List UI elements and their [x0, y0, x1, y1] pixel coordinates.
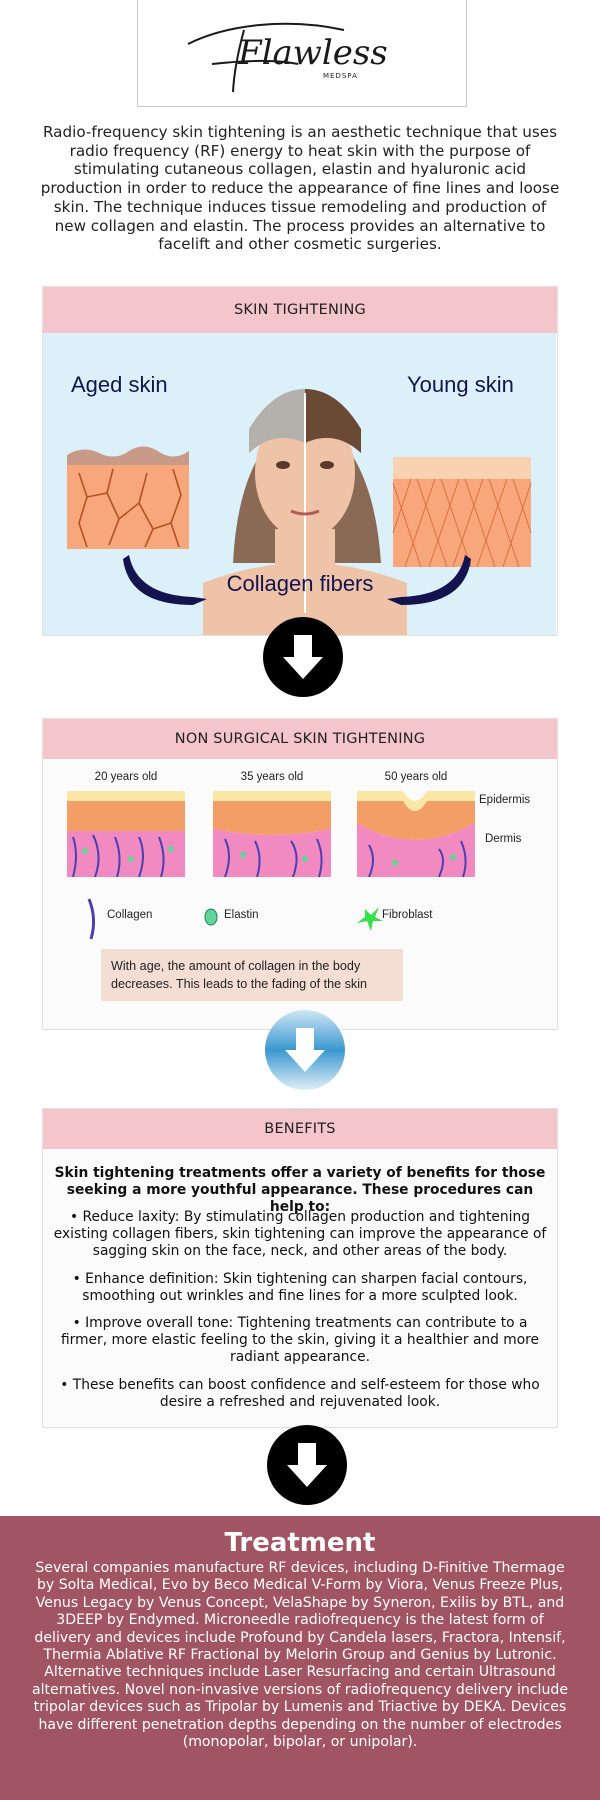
age-label-50: 50 years old: [384, 771, 448, 783]
skin-layers-illustration: [67, 791, 475, 940]
benefits-lead: Skin tightening treatments offer a varie…: [54, 1165, 546, 1216]
skin-tightening-panel: SKIN TIGHTENING: [42, 286, 558, 636]
legend-elastin-label: Elastin: [224, 909, 259, 921]
treatment-body: Several companies manufacture RF devices…: [31, 1560, 569, 1751]
fibroblast-icon: [357, 907, 383, 931]
face-illustration: [203, 389, 407, 635]
treatment-title: Treatment: [224, 1528, 376, 1558]
dermis-label: Dermis: [485, 833, 522, 845]
arrow-down-icon: [263, 617, 343, 697]
epidermis-label: Epidermis: [479, 794, 531, 806]
benefit-item: • Improve overall tone: Tightening treat…: [60, 1315, 540, 1366]
non-surgical-panel: NON SURGICAL SKIN TIGHTENING: [42, 718, 558, 1030]
arrow-down-icon: [267, 1425, 347, 1505]
skin-layer-35: [213, 791, 331, 878]
logo-frame: Flawless MEDSPA: [137, 0, 467, 107]
arrow-down-blue-icon: [265, 1010, 345, 1090]
intro-paragraph: Radio-frequency skin tightening is an ae…: [40, 123, 560, 254]
collagen-fibers-label: Collagen fibers: [226, 571, 374, 596]
right-bracket: [387, 555, 471, 605]
collagen-icon: [87, 898, 96, 940]
collagen-note: With age, the amount of collagen in the …: [101, 949, 403, 1001]
left-bracket: [123, 555, 207, 605]
panel-title: NON SURGICAL SKIN TIGHTENING: [43, 719, 557, 759]
age-label-35: 35 years old: [240, 771, 304, 783]
skin-layer-50: [357, 791, 475, 878]
benefit-item: • Enhance definition: Skin tightening ca…: [72, 1271, 528, 1305]
elastin-icon: [204, 908, 218, 926]
logo-script: Flawless: [237, 33, 388, 73]
legend-collagen-label: Collagen: [107, 909, 153, 921]
young-skin-label: Young skin: [407, 372, 514, 397]
skin-layer-20: [67, 791, 185, 878]
legend-fibroblast-label: Fibroblast: [382, 909, 433, 921]
logo-flourish: Flawless MEDSPA: [187, 22, 388, 93]
benefit-item: • These benefits can boost confidence an…: [60, 1377, 540, 1411]
age-label-20: 20 years old: [94, 771, 158, 783]
skin-comparison-illustration: [43, 333, 556, 635]
panel-title: BENEFITS: [43, 1109, 557, 1149]
benefits-panel: BENEFITS Skin tightening treatments offe…: [42, 1108, 558, 1428]
aged-skin-label: Aged skin: [71, 372, 168, 397]
young-skin-block: [392, 457, 532, 568]
treatment-section: Treatment Several companies manufacture …: [0, 1516, 600, 1800]
benefit-item: • Reduce laxity: By stimulating collagen…: [53, 1209, 547, 1260]
logo-sub: MEDSPA: [323, 72, 358, 80]
aged-skin-block: [67, 446, 189, 549]
panel-title: SKIN TIGHTENING: [43, 287, 557, 333]
